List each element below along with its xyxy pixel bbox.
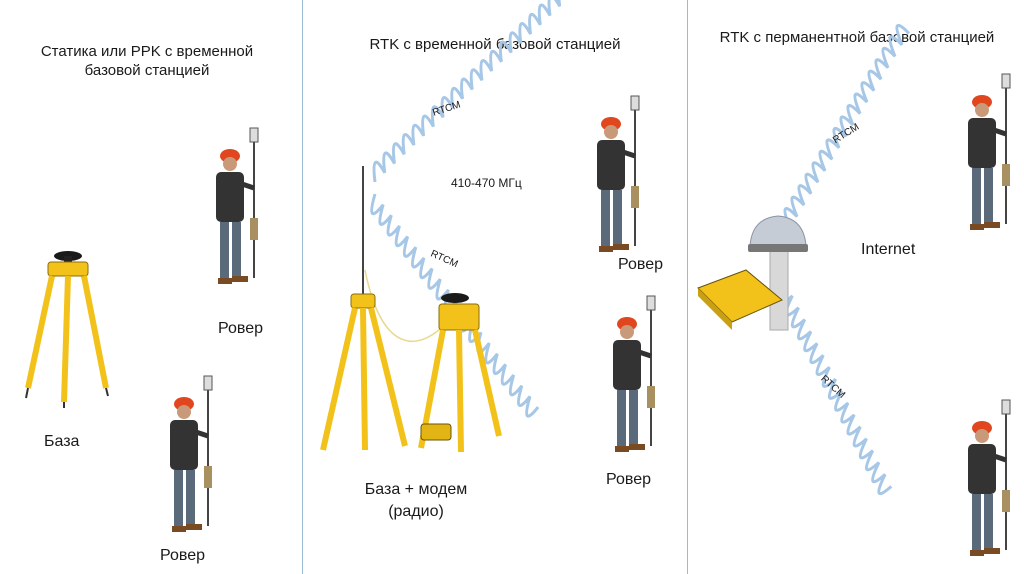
panel-1-title: Статика или PPK с временной базовой стан… bbox=[22, 42, 272, 80]
tripod-base-icon bbox=[418, 293, 502, 453]
surveyor-rover-icon bbox=[968, 73, 1011, 230]
panel-divider bbox=[687, 0, 688, 574]
panel-2-title: RTK с временной базовой станцией bbox=[369, 36, 621, 53]
panel-rtk-temporary-base: RTK с временной базовой станцией bbox=[303, 0, 687, 574]
panel-2-illustration bbox=[320, 0, 656, 453]
base-modem-line-2: (радио) bbox=[388, 503, 444, 520]
panel-1-illustration bbox=[25, 127, 259, 532]
rover-label: Ровер bbox=[218, 320, 263, 337]
internet-wave-upper bbox=[783, 23, 911, 229]
internet-label: Internet bbox=[861, 241, 916, 258]
panel-1-title-line-2: базовой станцией bbox=[84, 62, 210, 79]
tripod-base-icon bbox=[25, 251, 109, 408]
panel-3-illustration bbox=[697, 23, 1011, 556]
radio-tripod-icon bbox=[320, 293, 408, 451]
base-modem-label: База + модем (радио) bbox=[341, 479, 491, 523]
rover-label: Ровер bbox=[618, 256, 663, 273]
panel-1-title-line-1: Статика или PPK с временной bbox=[40, 43, 254, 60]
panel-rtk-permanent-base: RTK с перманентной базовой станцией bbox=[688, 0, 1024, 574]
panel-3-title: RTK с перманентной базовой станцией bbox=[719, 29, 995, 46]
rover-label: Ровер bbox=[160, 547, 205, 564]
radio-wave-upper bbox=[372, 0, 571, 183]
surveyor-rover-icon bbox=[597, 95, 640, 252]
base-label: База bbox=[44, 433, 80, 450]
surveyor-rover-icon bbox=[968, 399, 1011, 556]
surveyor-rover-icon bbox=[216, 127, 259, 284]
surveyor-rover-icon bbox=[170, 375, 213, 532]
panel-divider bbox=[302, 0, 303, 574]
surveyor-rover-icon bbox=[613, 295, 656, 452]
panel-static-ppk: Статика или PPK с временной базовой стан… bbox=[0, 0, 302, 574]
rover-label: Ровер bbox=[606, 471, 651, 488]
permanent-base-station-icon bbox=[697, 215, 808, 331]
internet-wave-lower bbox=[772, 271, 893, 496]
base-modem-line-1: База + модем bbox=[364, 481, 468, 498]
frequency-label: 410-470 МГц bbox=[451, 176, 522, 190]
